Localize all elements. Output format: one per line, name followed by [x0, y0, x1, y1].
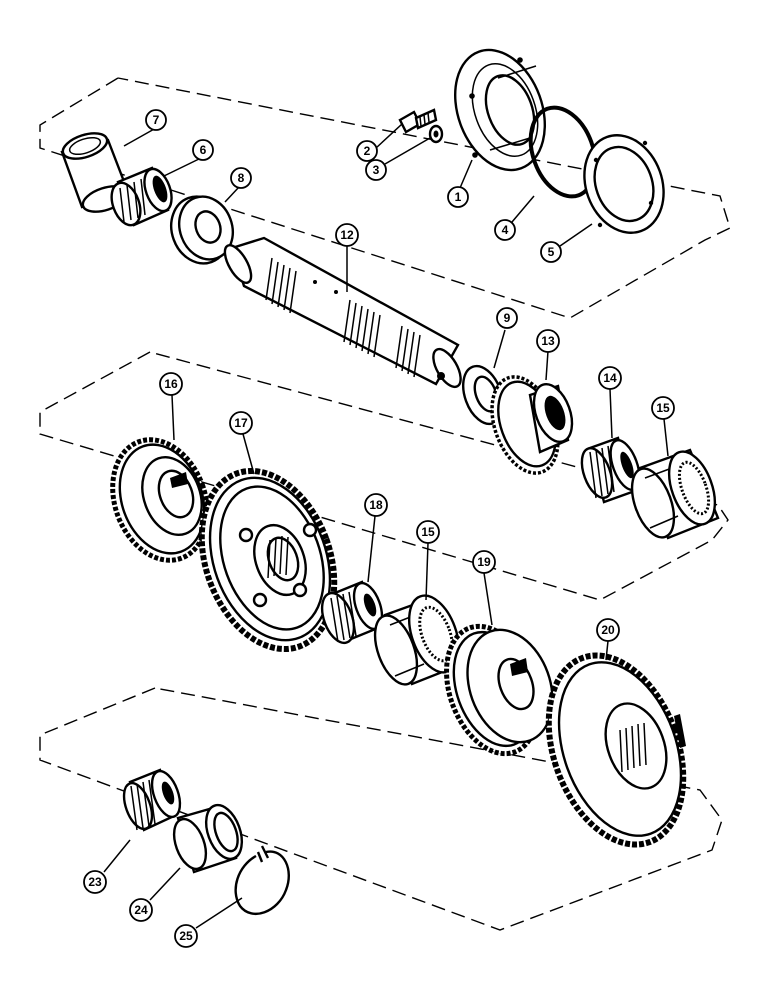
synchronizer-hub: [580, 436, 641, 504]
leader-15b: [425, 542, 429, 601]
gasket: [583, 134, 665, 234]
svg-text:3: 3: [373, 163, 380, 177]
lower-group-outline: [39, 687, 723, 931]
leader-1: [459, 159, 473, 189]
gear-16: [110, 437, 210, 563]
svg-text:20: 20: [601, 623, 615, 637]
callout-3: 3: [365, 159, 387, 181]
svg-text:7: 7: [153, 113, 160, 127]
leader-18: [367, 515, 376, 583]
svg-text:25: 25: [179, 929, 193, 943]
o-ring: [528, 105, 598, 199]
leader-23: [103, 839, 131, 873]
gear-20: [545, 652, 687, 848]
callout-15-middle: 15: [416, 520, 440, 544]
callout-16: 16: [159, 372, 183, 396]
leader-25: [195, 897, 243, 929]
thrust-washer: [170, 195, 234, 265]
bearing-cone: [110, 166, 173, 227]
callout-8: 8: [230, 167, 252, 189]
svg-text:14: 14: [603, 371, 617, 385]
bearing-retainer: [453, 48, 547, 172]
leader-20: [605, 640, 609, 661]
svg-text:24: 24: [134, 903, 148, 917]
leader-8: [224, 186, 240, 203]
svg-text:6: 6: [200, 143, 207, 157]
leader-17: [242, 433, 255, 475]
svg-text:18: 18: [369, 498, 383, 512]
leader-14: [609, 388, 613, 439]
svg-text:12: 12: [340, 228, 354, 242]
callout-2: 2: [356, 140, 378, 162]
svg-text:9: 9: [504, 311, 511, 325]
leader-15a: [663, 418, 669, 457]
leader-5: [559, 223, 593, 247]
synchronizer-sleeve: [630, 448, 720, 540]
leader-2: [375, 123, 403, 149]
leader-6: [163, 157, 202, 177]
svg-text:15: 15: [656, 401, 670, 415]
svg-text:5: 5: [548, 245, 555, 259]
bolt: [398, 108, 438, 134]
svg-text:2: 2: [364, 144, 371, 158]
leader-7: [123, 127, 157, 147]
svg-text:4: 4: [502, 223, 509, 237]
callout-24: 24: [129, 898, 153, 922]
leader-19: [483, 572, 493, 626]
callout-20: 20: [596, 618, 620, 642]
callout-19: 19: [472, 550, 496, 574]
main-shaft: [223, 236, 462, 389]
gear-17: [198, 467, 338, 653]
callout-9: 9: [496, 307, 518, 329]
synchronizer-hub-18: [320, 580, 384, 645]
leader-16: [171, 394, 175, 441]
callout-4: 4: [494, 219, 516, 241]
callout-25: 25: [174, 924, 198, 948]
leader-13: [545, 350, 549, 381]
gear-13: [490, 375, 574, 475]
leader-24: [149, 867, 181, 901]
callout-23: 23: [83, 870, 107, 894]
leader-9: [493, 329, 506, 369]
svg-text:19: 19: [477, 555, 491, 569]
middle-group-outline: [39, 351, 729, 601]
lock-washer: [428, 124, 444, 144]
svg-text:17: 17: [234, 416, 248, 430]
callout-1: 1: [447, 186, 469, 208]
svg-text:16: 16: [164, 377, 178, 391]
svg-text:13: 13: [541, 334, 555, 348]
callout-15-top: 15: [651, 396, 675, 420]
bearing-cup-24: [172, 803, 244, 874]
svg-text:8: 8: [238, 171, 245, 185]
svg-text:15: 15: [421, 525, 435, 539]
svg-text:1: 1: [455, 190, 462, 204]
svg-text:23: 23: [88, 875, 102, 889]
callout-13: 13: [536, 329, 560, 353]
callout-18: 18: [364, 493, 388, 517]
callout-5: 5: [540, 241, 562, 263]
leader-4: [511, 195, 535, 223]
callout-6: 6: [192, 139, 214, 161]
callout-12: 12: [335, 223, 359, 247]
gear-19: [444, 623, 554, 757]
callout-17: 17: [229, 411, 253, 435]
bearing-cone-23: [122, 768, 182, 832]
leader-3: [384, 137, 431, 165]
callout-7: 7: [145, 109, 167, 131]
snap-ring: [234, 845, 290, 916]
callout-14: 14: [598, 366, 622, 390]
upper-group-outline: [39, 77, 731, 319]
